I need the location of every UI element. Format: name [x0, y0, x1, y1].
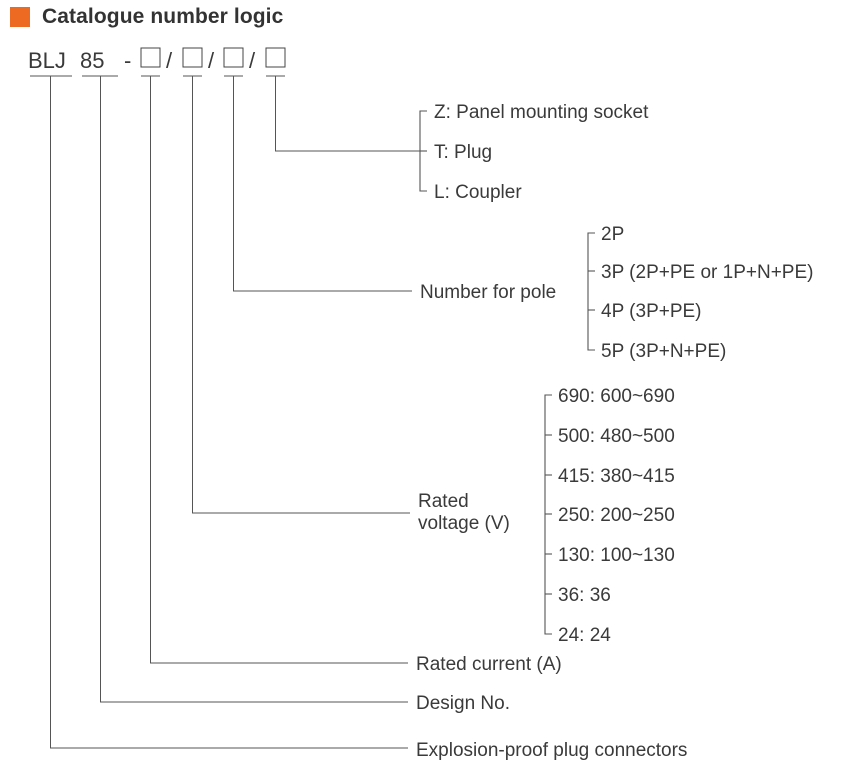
leader-line-product	[49, 76, 408, 749]
option-pole-3p: 3P (2P+PE or 1P+N+PE)	[601, 262, 813, 283]
leader-line-design	[99, 76, 408, 703]
group-label-design: Design No.	[416, 693, 510, 714]
code-separator-1: /	[166, 48, 173, 73]
option-voltage-500: 500: 480~500	[558, 426, 675, 447]
page-header: Catalogue number logic	[0, 0, 858, 34]
title-marker-icon	[10, 7, 30, 27]
group-product: Explosion-proof plug connectors	[416, 740, 687, 761]
option-pole-4p: 4P (3P+PE)	[601, 301, 702, 322]
code-box-voltage[interactable]	[182, 47, 203, 68]
group-label-current: Rated current (A)	[416, 654, 562, 675]
group-label-voltage-line2: voltage (V)	[418, 513, 510, 534]
option-voltage-36: 36: 36	[558, 585, 611, 606]
option-voltage-130: 130: 100~130	[558, 545, 675, 566]
code-separator-2: /	[208, 48, 215, 73]
code-line: BLJ 85 - / / /	[28, 47, 286, 73]
code-box-pole[interactable]	[223, 47, 244, 68]
option-voltage-250: 250: 200~250	[558, 505, 675, 526]
page-title: Catalogue number logic	[42, 5, 284, 28]
option-type-plug: T: Plug	[434, 142, 492, 163]
group-label-voltage-line1: Rated	[418, 491, 469, 512]
group-voltage: Rated voltage (V) 690: 600~690 500: 480~…	[418, 386, 675, 646]
leader-line-current	[149, 76, 408, 664]
code-box-type[interactable]	[265, 47, 286, 68]
leader-line-pole	[232, 76, 412, 292]
group-design: Design No.	[416, 693, 510, 714]
group-label-pole: Number for pole	[420, 282, 556, 303]
option-pole-2p: 2P	[601, 224, 624, 245]
leader-line-type	[274, 76, 420, 152]
option-voltage-415: 415: 380~415	[558, 466, 675, 487]
code-segment-prefix: BLJ	[28, 48, 66, 73]
group-pole: Number for pole 2P 3P (2P+PE or 1P+N+PE)…	[420, 224, 813, 362]
code-segment-dash: -	[124, 48, 131, 73]
code-separator-3: /	[249, 48, 256, 73]
code-segment-design: 85	[80, 48, 104, 73]
option-pole-5p: 5P (3P+N+PE)	[601, 341, 726, 362]
group-current: Rated current (A)	[416, 654, 562, 675]
code-box-current[interactable]	[140, 47, 161, 68]
option-type-socket: Z: Panel mounting socket	[434, 102, 649, 123]
leader-line-voltage	[191, 76, 410, 514]
group-type: Z: Panel mounting socket T: Plug L: Coup…	[419, 102, 649, 203]
option-voltage-690: 690: 600~690	[558, 386, 675, 407]
option-type-coupler: L: Coupler	[434, 182, 522, 203]
group-label-product: Explosion-proof plug connectors	[416, 740, 687, 761]
option-voltage-24: 24: 24	[558, 625, 611, 646]
bracket-pole	[587, 232, 595, 351]
